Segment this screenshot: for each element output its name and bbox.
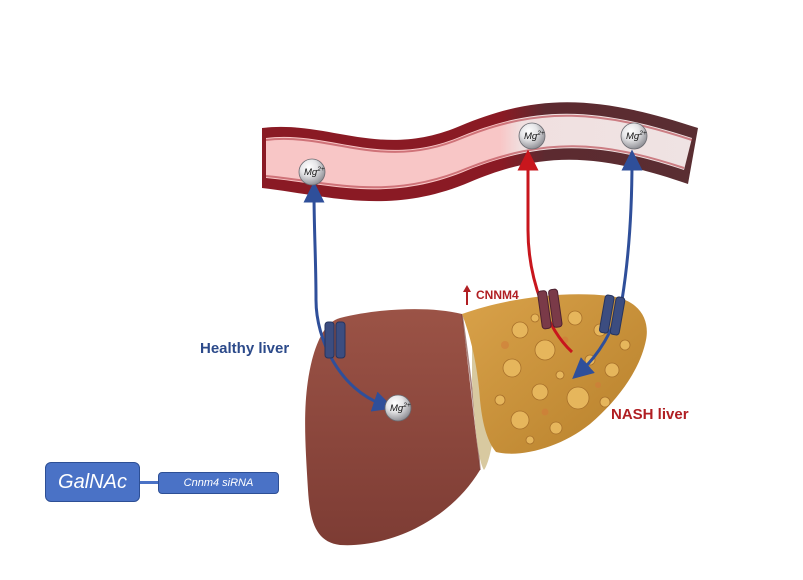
mg-ion-vessel-right: Mg2+ — [620, 122, 648, 150]
svg-text:Mg2+: Mg2+ — [524, 130, 545, 142]
vessel-lumen — [266, 113, 692, 190]
healthy-liver-label: Healthy liver — [200, 340, 290, 357]
svg-text:Mg2+: Mg2+ — [626, 130, 647, 142]
transporter-healthy — [324, 321, 346, 359]
cnnm4-sirna-box: Cnnm4 siRNA — [158, 472, 279, 494]
nash-liver-label: NASH liver — [611, 406, 689, 423]
mg-ion-vessel-middle: Mg2+ — [518, 122, 546, 150]
transporter-nash-blue — [599, 294, 626, 336]
galnac-box: GalNAc — [45, 462, 140, 502]
mg-ion-hepatocyte: Mg2+ — [384, 394, 412, 422]
mg-ion-vessel-left: Mg2+ — [298, 158, 326, 186]
blue-arrow-healthy — [303, 181, 394, 412]
svg-text:Mg2+: Mg2+ — [304, 166, 325, 178]
red-efflux-arrow — [517, 149, 574, 354]
svg-text:Mg2+: Mg2+ — [390, 402, 411, 414]
up-arrow-icon — [463, 285, 471, 305]
cnnm4-transporter — [537, 288, 563, 330]
galnac-sirna-connector — [140, 481, 158, 484]
cnnm4-label: CNNM4 — [476, 288, 519, 302]
